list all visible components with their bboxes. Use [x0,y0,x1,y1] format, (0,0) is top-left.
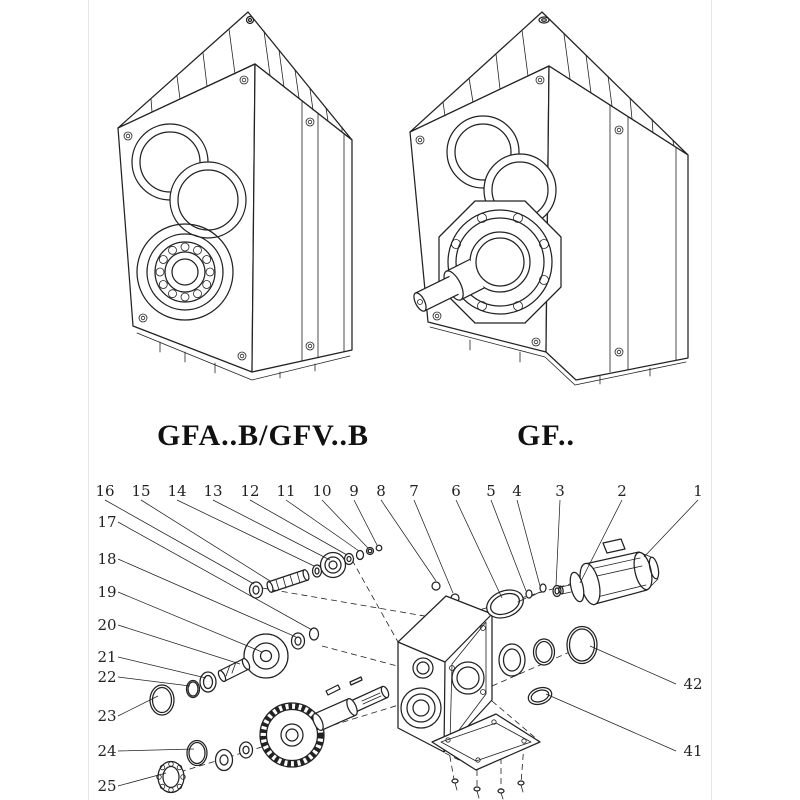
output-flange [438,200,562,324]
gear-unit-gf-drawing [409,11,689,386]
helical-gear [259,702,325,768]
part-callout-23: 23 [97,707,117,725]
part-callout-19: 19 [97,583,117,601]
vent-plug [245,15,255,25]
corner-bolts [123,75,249,361]
output-side-rings [498,625,598,706]
breather-plug [431,581,441,591]
part-callout-13: 13 [203,482,223,500]
side-rib-band [609,104,677,373]
cooling-fins [442,29,675,147]
terminal-box [602,538,626,554]
part-callout-41: 41 [683,742,703,760]
model-label-gf: GF.. [517,419,575,452]
part-callout-6: 6 [451,482,461,500]
output-shaft [413,258,485,312]
base-flange [136,332,351,381]
part-callout-11: 11 [276,482,296,500]
part-callout-9: 9 [349,482,359,500]
leader-lines [104,499,699,787]
vent-plug [538,16,550,24]
gear-unit-gfab-drawing [117,11,353,381]
motor-flange-parts [486,583,562,619]
intermediate-shaft-cluster [149,627,320,716]
part-callout-3: 3 [555,482,565,500]
part-callout-2: 2 [617,482,627,500]
gear-housing [397,595,493,753]
output-hollow-shaft-bearing [136,223,234,321]
part-callout-1: 1 [693,482,703,500]
exploded-parts-diagram [104,499,699,800]
part-callout-15: 15 [131,482,151,500]
corner-bolts [415,75,545,347]
base-flange [429,326,687,386]
part-callout-4: 4 [512,482,522,500]
intermediate-bore [169,161,247,239]
part-callout-18: 18 [97,550,117,568]
part-callout-22: 22 [97,668,117,686]
part-callout-42: 42 [683,675,703,693]
part-callout-12: 12 [240,482,260,500]
part-callout-8: 8 [376,482,386,500]
part-callout-14: 14 [167,482,187,500]
part-callout-16: 16 [95,482,115,500]
input-bore [446,115,520,189]
cover-gasket-plate [431,713,541,800]
cooling-fins [150,28,343,133]
housing-side-face [545,65,689,381]
part-callout-24: 24 [97,742,117,760]
input-pinion-cluster [248,544,383,599]
part-callout-7: 7 [409,482,419,500]
side-rib-band [301,100,345,362]
parallel-key [325,684,341,696]
page-edge-lines [88,0,712,800]
motor-part [558,538,660,606]
parallel-key [349,676,363,686]
part-callout-25: 25 [97,777,117,795]
part-callout-20: 20 [97,616,117,634]
part-callout-17: 17 [97,513,117,531]
part-callout-21: 21 [97,648,117,666]
assembly-axis-lines [179,559,599,791]
output-shaft-cluster [156,676,390,794]
part-callout-5: 5 [486,482,496,500]
model-label-gfab: GFA..B/GFV..B [157,419,369,452]
part-callout-10: 10 [312,482,332,500]
